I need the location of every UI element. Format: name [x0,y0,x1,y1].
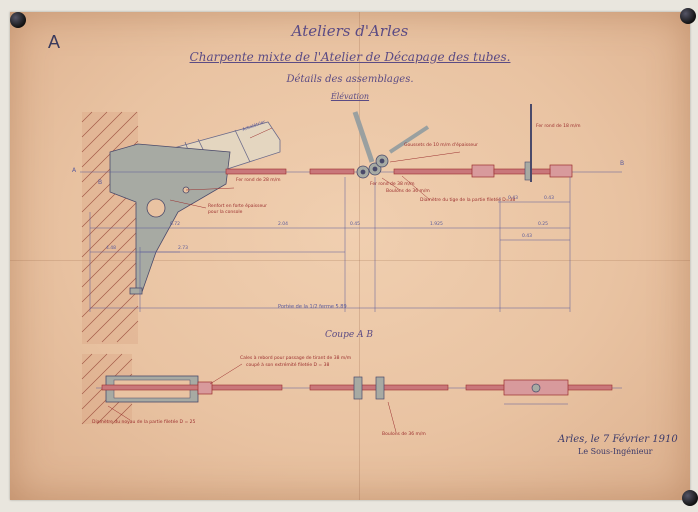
console-detail-label-2: pour la console [208,210,243,215]
dimension-value: 0.43 [544,196,555,201]
tie-rod-elevation [80,104,622,182]
technical-drawing [80,104,622,433]
bottom-diameter-label: Diamètre du noyau de la partie filetée D… [92,420,196,425]
pin-top-right [680,8,696,24]
vertical-rod-label: Fer rond de 18 m/m [536,124,581,129]
elevation-label: Élévation [330,92,370,101]
dimension-value: 2.04 [278,222,289,227]
corner-letter: A [48,32,61,52]
pin-bottom-right [682,490,698,506]
dimension-value: 2.73 [178,246,189,251]
shim-note-1: Cales à rebord pour passage de tirant de… [240,356,352,361]
dimension-value: 0.43 [508,196,519,201]
leader-lines [107,127,461,433]
dimension-value: 0.43 [522,234,533,239]
point-b-label: B [620,160,625,167]
shim-note-2: coupé à son extrémité filetée D = 38 [246,363,330,368]
bolt-label: Boulons de 36 m/m [386,189,430,194]
details-heading: Détails des assemblages. [286,74,414,85]
sheet-title: Ateliers d'Arles [291,22,409,40]
signature-date: Arles, le 7 Février 1910 [558,434,678,445]
sheet-subtitle: Charpente mixte de l'Atelier de Décapage… [189,50,511,64]
thread-diameter-label: Diamètre du tige de la partie filetée D=… [420,198,516,203]
fold-line-vertical [359,12,360,500]
dimension-value: 1.925 [430,222,443,227]
bottom-bolt-label: Boulons de 36 m/m [382,432,426,437]
signature-title: Le Sous-Ingénieur [578,447,653,456]
section-label: Coupe A B [325,330,374,340]
console-detail-label-1: Renfort en forte épaisseur [208,204,267,209]
dimension-value: 0.72 [170,222,181,227]
dimension-lines [89,177,571,312]
point-b-left-label: B [98,179,103,186]
dimension-value: 0.45 [350,222,361,227]
tie-rod-38-label: Fer rond de 38 m/m [370,182,415,187]
central-node [352,111,430,179]
fold-line-horizontal [10,260,690,261]
dimension-value: 4.48 [106,246,117,251]
tie-rod-28-label: Fer rond de 28 m/m [236,178,281,183]
point-a-label: A [72,167,77,174]
pin-top-left [10,12,26,28]
drawing-sheet: A Ateliers d'Arles Charpente mixte de l'… [10,8,698,506]
gusset-label: Goussets de 10 m/m d'épaisseur [404,143,478,148]
span-dimension-label: Portée de la 1/2 ferme 5.89 [278,304,347,310]
dimension-value: 0.25 [538,222,549,227]
section-ab [96,375,622,405]
